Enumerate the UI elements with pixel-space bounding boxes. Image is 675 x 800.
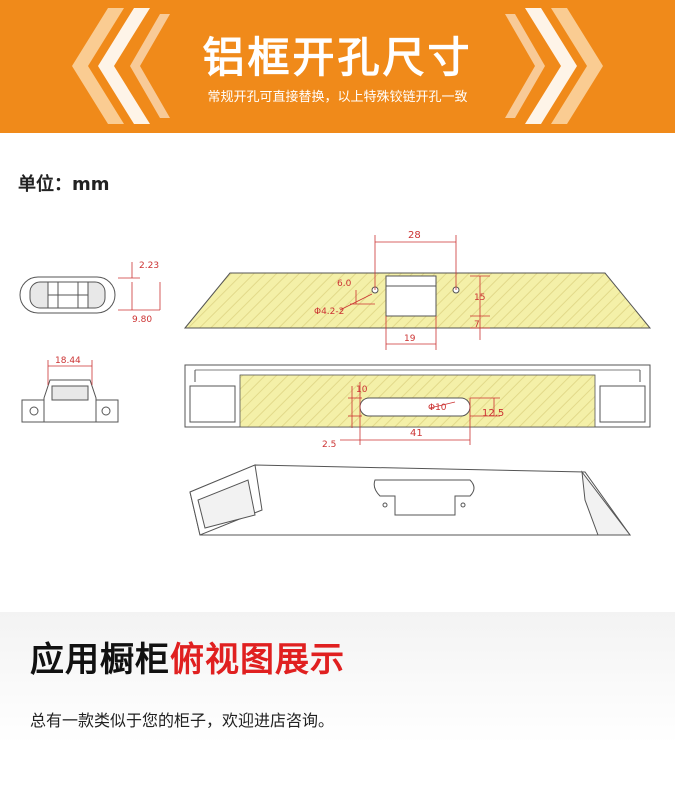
dim-42: Φ4.2-2 (314, 307, 344, 317)
dim-1844: 18.44 (55, 356, 81, 366)
profile-top (183, 272, 652, 329)
dim-7: 7 (474, 320, 480, 330)
section-title-red: 俯视图展示 (170, 640, 345, 680)
dim-15: 15 (474, 293, 485, 303)
profile-3d-view (189, 464, 632, 536)
dim-25: 2.5 (322, 440, 336, 450)
left-chevrons-icon (72, 8, 170, 124)
dim-223: 2.23 (139, 261, 159, 271)
hinge-bracket-view (21, 379, 119, 423)
section-title-black: 应用橱柜 (30, 640, 170, 680)
section-title: 应用橱柜俯视图展示 (30, 632, 345, 681)
banner-subtitle: 常规开孔可直接替换，以上特殊铰链开孔一致 (207, 90, 468, 105)
right-chevrons-icon (505, 8, 603, 124)
technical-drawing: 2.23 9.80 18.44 28 6 (19, 230, 652, 536)
banner-title: 铝框开孔尺寸 (202, 33, 473, 82)
unit-label: 单位：mm (18, 174, 110, 195)
section-subtitle: 总有一款类似于您的柜子，欢迎进店咨询。 (30, 711, 335, 730)
dim-10b: Φ10 (428, 403, 447, 413)
dim-19: 19 (404, 334, 416, 344)
dim-41: 41 (410, 428, 423, 439)
dim-28: 28 (408, 230, 421, 241)
dim-60: 6.0 (337, 279, 352, 289)
dim-980: 9.80 (132, 315, 152, 325)
hinge-front-view (19, 276, 116, 314)
dim-125: 12.5 (482, 408, 504, 419)
profile-middle (184, 364, 651, 428)
section-background (0, 612, 675, 800)
dim-10a: 10 (356, 385, 368, 395)
header-banner: 铝框开孔尺寸 常规开孔可直接替换，以上特殊铰链开孔一致 (0, 0, 675, 133)
